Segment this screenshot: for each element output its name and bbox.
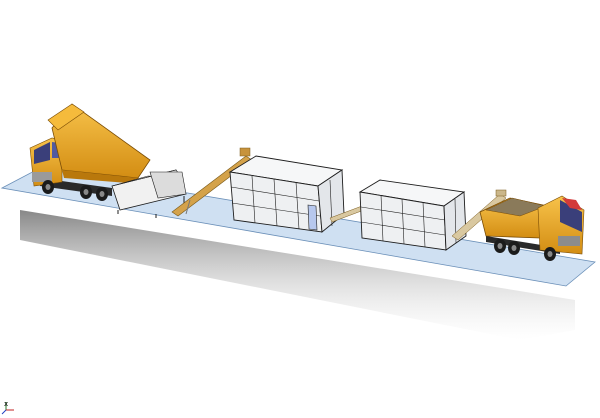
unloading-dump-truck [29,103,151,201]
loading-dump-truck [479,195,585,261]
outlet-conveyor [451,189,507,241]
axis-label: x [4,400,9,408]
receiving-hopper [111,169,187,218]
processing-container-1 [228,155,345,233]
processing-container-2 [358,179,467,251]
ground-shadow [20,210,575,340]
axis-triad-icon [1,402,14,415]
